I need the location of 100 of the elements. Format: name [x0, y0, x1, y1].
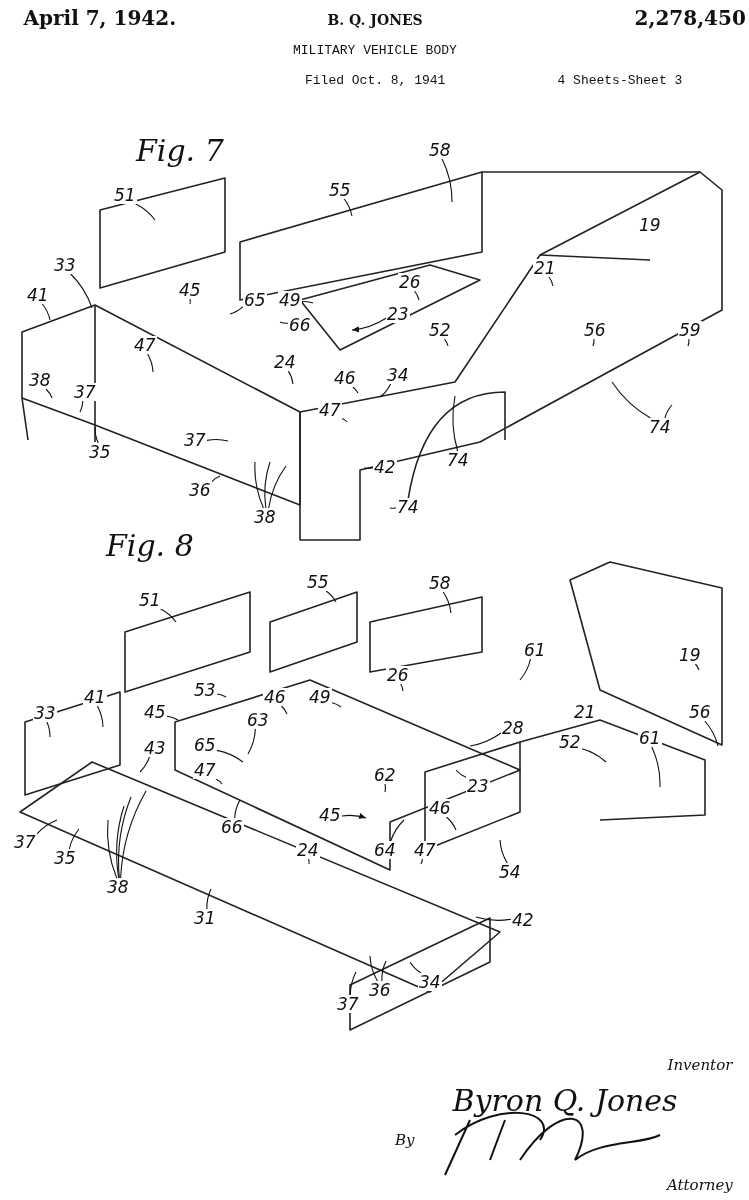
leader-line [280, 705, 288, 715]
leader-line [400, 683, 404, 692]
callout-number: 47 [193, 761, 217, 779]
callout-number: 55 [328, 181, 352, 199]
callout-number: 35 [53, 849, 77, 867]
callout-number: 37 [73, 383, 97, 401]
leader-line [441, 158, 453, 203]
leader-line [160, 608, 177, 623]
callout-number: 38 [253, 508, 277, 526]
callout-number: 63 [246, 711, 270, 729]
leader-line [41, 303, 51, 321]
leader-line [247, 728, 256, 755]
leader-line [118, 796, 132, 879]
leader-line [135, 203, 156, 221]
callout-number: 59 [678, 321, 702, 339]
callout-number: 74 [396, 498, 420, 516]
callout-number: 33 [33, 704, 57, 722]
inventor-signature: Byron Q. Jones [452, 1082, 678, 1118]
callout-number: 33 [53, 256, 77, 274]
leader-line [548, 276, 554, 287]
callout-number: 36 [188, 481, 212, 499]
figure-label: Fig. 7 [136, 132, 224, 168]
callout-number: 46 [428, 799, 452, 817]
callout-number: 37 [13, 833, 37, 851]
leader-line [384, 783, 387, 793]
leader-line [254, 461, 264, 509]
callout-number: 58 [428, 141, 452, 159]
leader-line [455, 769, 467, 778]
callout-number: 38 [28, 371, 52, 389]
date: April 7, 1942. [23, 6, 177, 30]
leader-line [381, 960, 387, 982]
patent-title: MILITARY VEHICLE BODY [293, 42, 457, 58]
leader-line [445, 816, 457, 831]
leader-line [70, 273, 93, 309]
callout-number: 62 [373, 766, 397, 784]
leader-line [68, 828, 80, 850]
callout-number: 45 [178, 281, 202, 299]
callout-number: 24 [296, 841, 320, 859]
callout-number: 56 [688, 703, 712, 721]
callout-number: 28 [501, 719, 525, 737]
leader-line [189, 298, 191, 305]
callout-number: 74 [648, 418, 672, 436]
leader-line [452, 395, 459, 452]
callout-number: 36 [368, 981, 392, 999]
filing-date: Filed Oct. 8, 1941 [305, 72, 446, 88]
leader-line [379, 383, 392, 398]
callout-number: 35 [88, 443, 112, 461]
inventor-caption: Inventor [667, 1056, 733, 1074]
callout-number: 55 [306, 573, 330, 591]
leader-line [442, 591, 452, 614]
leader-line [308, 858, 310, 865]
leader-line [234, 799, 241, 819]
leader-line [264, 461, 271, 509]
leader-line [166, 715, 179, 721]
leader-line [369, 955, 378, 982]
leader-line [443, 338, 449, 347]
callout-number: 41 [83, 688, 107, 706]
inventor-name: B. Q. JONES [327, 12, 423, 28]
callout-number: 51 [113, 186, 137, 204]
callout-number: 49 [278, 291, 302, 309]
leader-line [216, 693, 227, 698]
leader-line [694, 663, 700, 671]
callout-number: 34 [418, 973, 442, 991]
patent-number: 2,278,450 [634, 6, 746, 30]
callout-number: 23 [466, 777, 490, 795]
callout-number: 26 [386, 666, 410, 684]
callout-number: 37 [336, 995, 360, 1013]
leader-line [475, 916, 512, 921]
callout-number: 66 [220, 818, 244, 836]
leader-line [229, 306, 244, 315]
callout-number: 21 [574, 702, 596, 722]
callout-number: 43 [143, 739, 167, 757]
callout-number: 53 [193, 681, 217, 699]
callout-number: 19 [678, 646, 702, 664]
leader-line [592, 338, 595, 347]
by-caption: By [395, 1131, 415, 1149]
sheet-number: 4 Sheets-Sheet 3 [557, 72, 683, 88]
leader-line [287, 370, 294, 385]
leader-line [120, 790, 147, 879]
leader-line [79, 400, 84, 413]
leader-line [36, 819, 58, 835]
leader-line [413, 290, 420, 301]
callout-number: 45 [318, 806, 342, 824]
leader-line [268, 465, 287, 509]
leader-line [469, 732, 502, 747]
callout-number: 47 [413, 841, 437, 859]
callout-number: 61 [638, 729, 662, 747]
callout-number: 64 [373, 841, 397, 859]
leader-line [664, 404, 673, 419]
figure-label: Fig. 8 [106, 527, 194, 563]
leader-line [704, 720, 719, 747]
callout-number: 47 [318, 401, 342, 419]
leader-line [341, 417, 348, 423]
callout-number: 49 [308, 688, 332, 706]
leader-line [116, 805, 125, 879]
leader-line [651, 746, 661, 788]
callout-number: 47 [133, 336, 157, 354]
leader-line [147, 353, 154, 373]
leader-line [581, 748, 607, 763]
leader-line [519, 658, 532, 681]
